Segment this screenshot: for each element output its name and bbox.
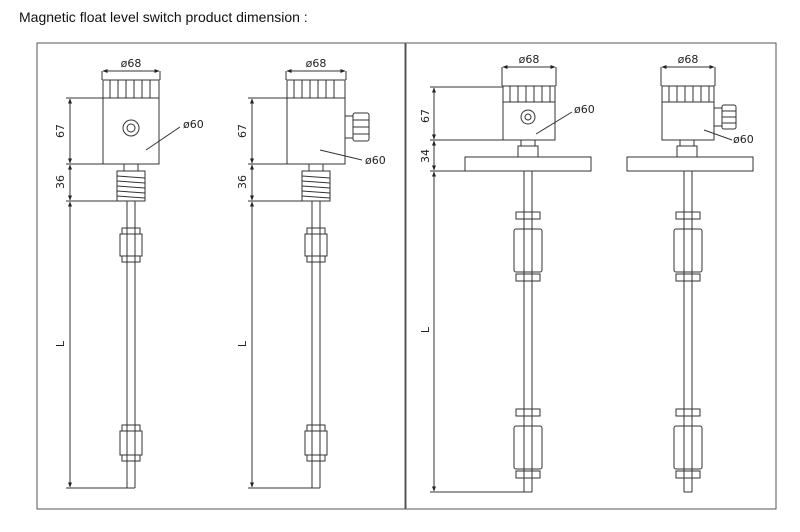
diagram-title: Magnetic float level switch product dime… xyxy=(19,9,308,25)
view4-body-diameter: ø60 xyxy=(733,133,754,146)
view2-housing-height: 67 xyxy=(236,124,249,138)
left-panel-frame xyxy=(36,42,406,510)
view2-body-diameter: ø60 xyxy=(365,154,386,167)
view1-length: L xyxy=(54,340,67,347)
view2-housing-diameter: ø68 xyxy=(306,57,327,70)
view-flange-no-gland xyxy=(430,65,592,493)
view3-length: L xyxy=(419,326,432,333)
view1-body-diameter: ø60 xyxy=(183,118,204,131)
right-panel-frame xyxy=(405,42,777,510)
view2-length: L xyxy=(236,340,249,347)
view3-mount-height: 34 xyxy=(419,149,432,163)
view3-body-diameter: ø60 xyxy=(574,103,595,116)
view3-housing-diameter: ø68 xyxy=(519,53,540,66)
view1-mount-height: 36 xyxy=(54,175,67,189)
view4-housing-diameter: ø68 xyxy=(678,53,699,66)
view1-housing-diameter: ø68 xyxy=(121,57,142,70)
view-threaded-no-gland xyxy=(66,69,181,489)
view3-housing-height: 67 xyxy=(419,109,432,123)
view-threaded-with-gland xyxy=(248,69,370,489)
view1-housing-height: 67 xyxy=(54,124,67,138)
view2-mount-height: 36 xyxy=(236,175,249,189)
view-flange-with-gland xyxy=(626,65,754,493)
